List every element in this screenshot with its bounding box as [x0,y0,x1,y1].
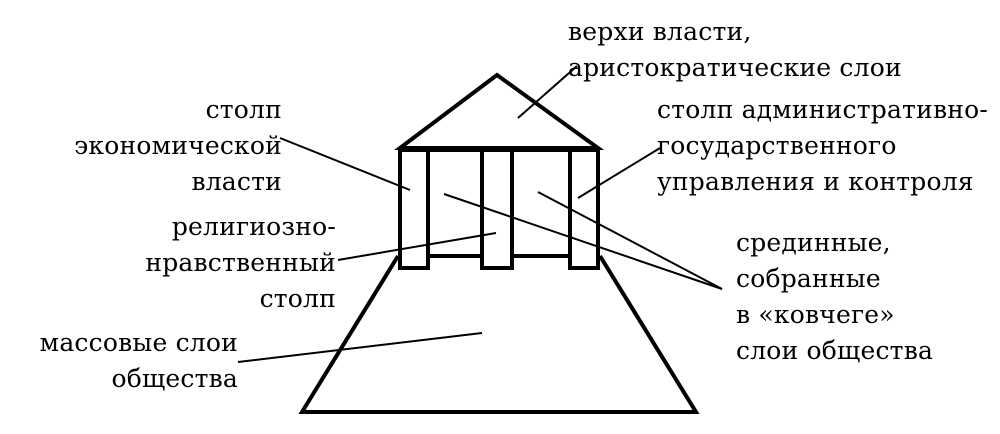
label-mass-line: массовые слои [39,328,238,357]
leader-mass [237,332,483,363]
leader-religious [337,232,497,261]
leader-economic [279,137,411,191]
leader-middle-2 [537,191,723,290]
pillar-admin [568,148,600,270]
label-religious-line: столп [259,284,336,313]
label-economic-line: столп [205,95,282,124]
pillar-economic [398,148,430,270]
label-aristocracy: верхи власти, аристократические слои [568,14,902,86]
leader-admin [577,147,661,199]
label-aristocracy-line: верхи власти, [568,17,752,46]
label-middle-layers: срединные, собранные в «ковчеге» слои об… [736,225,933,369]
label-aristocracy-line: аристократические слои [568,53,902,82]
label-mass-line: общества [111,364,238,393]
label-religious-line: нравственный [145,248,336,277]
label-economic-line: экономической [74,131,282,160]
label-admin-pillar: столп административно- государственного … [657,92,988,200]
label-admin-line: управления и контроля [657,167,974,196]
label-middle-line: слои общества [736,336,934,365]
base-trapezoid [298,254,700,414]
leader-top [517,65,578,119]
label-middle-line: в «ковчеге» [736,300,895,329]
label-religious-line: религиозно- [171,212,336,241]
label-religious-pillar: религиозно- нравственный столп [100,209,336,317]
label-admin-line: столп административно- [657,95,988,124]
label-mass-layers: массовые слои общества [20,325,238,397]
label-economic-pillar: столп экономической власти [60,92,282,200]
label-admin-line: государственного [657,131,897,160]
label-economic-line: власти [191,167,282,196]
label-middle-line: собранные [736,264,881,293]
leader-middle-1 [443,193,723,290]
label-middle-line: срединные, [736,228,891,257]
